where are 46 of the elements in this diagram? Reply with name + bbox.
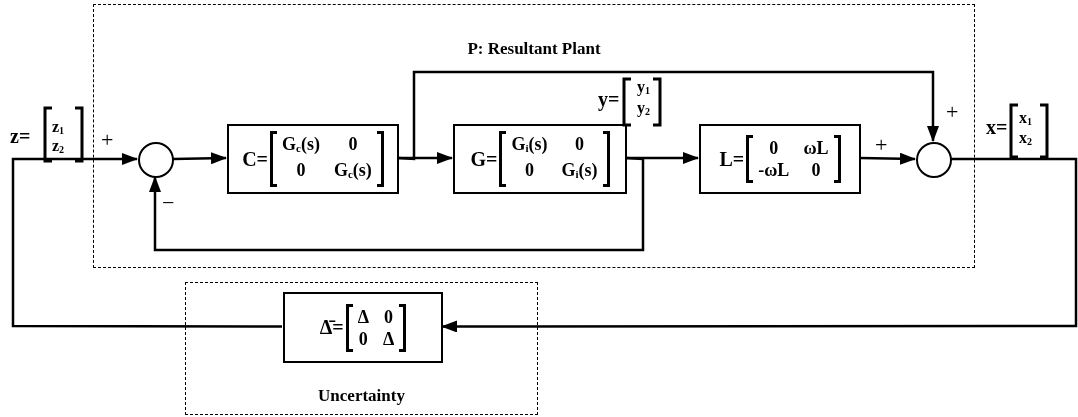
matrix-name: G= — [470, 147, 498, 171]
sign-label: + — [946, 99, 959, 125]
signal-label: z= — [10, 125, 31, 148]
matrix-entry: ωL — [803, 137, 829, 159]
arrow — [11, 153, 282, 328]
matrix-entry: 0 — [810, 159, 822, 181]
dashed-group-box — [93, 4, 975, 268]
sign-label: + — [101, 127, 114, 153]
dashed-group-box — [185, 282, 538, 415]
signal-label: y= — [598, 88, 620, 111]
matrix-entry: G$_{i}$(s) — [561, 159, 598, 182]
signal-label: y$_{1}$ — [637, 78, 650, 96]
arrow — [172, 152, 227, 165]
transfer-block — [283, 292, 443, 363]
matrix-entry: 0 — [383, 305, 395, 328]
matrix-entry: G$_{c}$(s) — [282, 133, 320, 156]
signal-label: y$_{2}$ — [637, 99, 650, 117]
group-title: Uncertainty — [317, 386, 406, 406]
matrix-name: L= — [719, 147, 745, 171]
matrix-name: Δ̄= — [319, 316, 344, 339]
matrix-entry: -ωL — [758, 159, 790, 181]
sign-label: + — [875, 132, 888, 158]
arrow — [149, 156, 645, 252]
summing-junction — [916, 142, 952, 178]
matrix-entry: 0 — [357, 327, 369, 350]
group-title: P: Resultant Plant — [466, 39, 602, 59]
summing-junction — [138, 142, 174, 178]
signal-label: z$_{2}$ — [52, 137, 65, 155]
signal-label: x$_{1}$ — [1019, 109, 1032, 127]
transfer-block — [699, 124, 861, 194]
transfer-block — [227, 124, 399, 194]
matrix-entry: 0 — [347, 133, 359, 156]
signal-label: z$_{1}$ — [52, 118, 65, 136]
matrix-entry: 0 — [574, 133, 585, 156]
matrix-entry: Δ — [357, 305, 369, 328]
sign-label: − — [162, 190, 175, 216]
matrix-name: C= — [242, 147, 268, 171]
matrix-entry: G$_{i}$(s) — [511, 133, 548, 156]
signal-label: x= — [986, 116, 1008, 139]
matrix-entry: 0 — [523, 159, 535, 182]
matrix-entry: 0 — [295, 159, 307, 182]
matrix-entry: Δ — [382, 327, 395, 350]
matrix-entry: G$_{c}$(s) — [333, 159, 372, 182]
matrix-entry: 0 — [768, 137, 780, 159]
signal-label: x$_{2}$ — [1019, 129, 1032, 147]
transfer-block — [453, 124, 627, 194]
